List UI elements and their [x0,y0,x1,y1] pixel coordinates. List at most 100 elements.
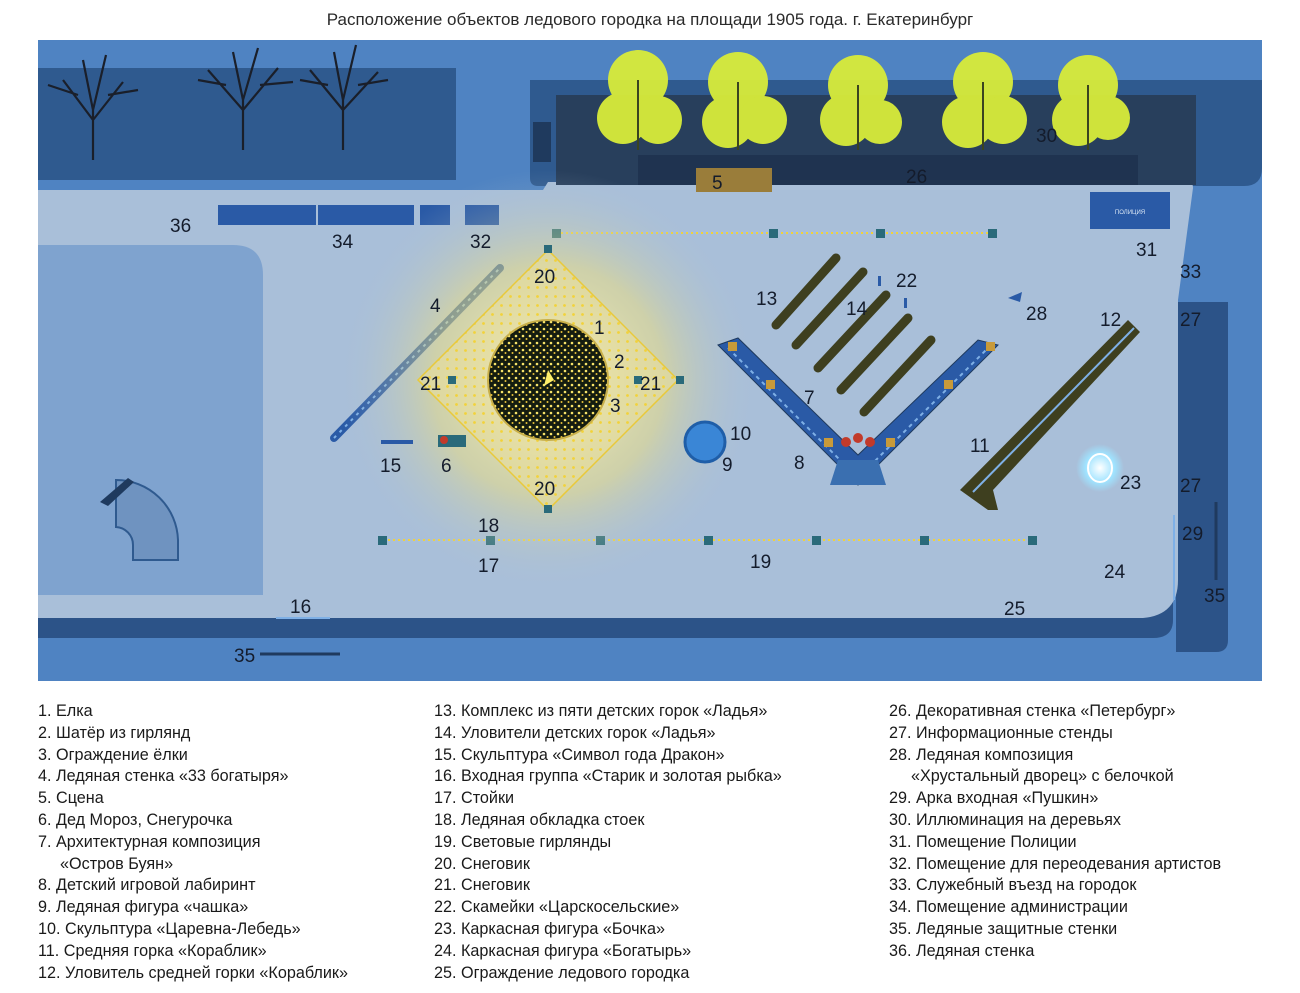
label-17: 17 [478,556,499,577]
legend-item: 9. Ледяная фигура «чашка» [38,898,249,917]
label-14: 14 [846,299,868,320]
legend-item: 11. Средняя горка «Кораблик» [38,941,267,960]
label-33: 33 [1180,262,1201,283]
legend-item: 15. Скульптура «Символ года Дракон» [434,745,725,764]
legend-item: 29. Арка входная «Пушкин» [889,789,1099,808]
crystal-palace-28 [1008,292,1022,302]
snowman-20-bottom [544,505,552,513]
legend-item: 7. Архитектурная композиция [38,832,261,851]
label-27-top: 27 [1180,310,1201,331]
legend-item: 28. Ледяная композиция [889,745,1074,764]
label-21-right: 21 [640,374,661,395]
label-20-bottom: 20 [534,479,555,500]
lit-trees-30 [597,50,1130,150]
label-23: 23 [1120,473,1141,494]
legend-column-2: 13. Комплекс из пяти детских горок «Ладь… [434,701,782,984]
legend-item: 17. Стойки [434,789,515,808]
legend-item: 20. Снеговик [434,854,530,873]
legend-item: 6. Дед Мороз, Снегурочка [38,810,233,829]
police-building [1090,192,1170,229]
benches-22 [878,276,907,308]
label-8: 8 [794,453,805,474]
legend-item: 18. Ледяная обкладка стоек [434,810,645,829]
building-34a [218,205,316,225]
legend-item: 27. Информационные стенды [889,723,1113,742]
snowman-21-right [634,376,642,384]
legend-column-1: 1. Елка 2. Шатёр из гирлянд 3. Ограждени… [38,701,348,984]
legend-item: 16. Входная группа «Старик и золотая рыб… [434,767,782,786]
slides-13 [771,253,936,417]
label-1: 1 [594,318,605,339]
label-15: 15 [380,456,401,477]
left-square [38,245,263,595]
legend-item: 14. Уловители детских горок «Ладья» [434,723,716,742]
label-6: 6 [441,456,452,477]
label-11: 11 [970,436,990,457]
label-30: 30 [1036,126,1057,147]
label-13: 13 [756,289,777,310]
ded-moroz-figure [440,436,448,444]
tree-star-icon [544,370,554,386]
label-20-top: 20 [534,267,555,288]
legend-item: 3. Ограждение ёлки [38,745,188,764]
label-21-left: 21 [420,374,441,395]
legend-item: 1. Елка [38,702,93,720]
slide-11 [960,320,1140,510]
legend-item: 4. Ледяная стенка «33 богатыря» [38,767,289,786]
label-26: 26 [906,167,927,188]
snowman-21-left [448,376,456,384]
label-31: 31 [1136,240,1157,261]
labyrinth-8 [841,433,875,447]
legend-item: 23. Каркасная фигура «Бочка» [434,919,666,938]
legend-item: 2. Шатёр из гирлянд [38,723,191,742]
legend-item: 19. Световые гирлянды [434,832,612,851]
legend-item: 31. Помещение Полиции [889,832,1077,851]
label-36: 36 [170,216,191,237]
island-buyan-7 [717,337,999,486]
label-2: 2 [614,352,625,373]
legend-item: 36. Ледяная стенка [889,941,1035,960]
dragon-15 [381,440,413,444]
map-title: Расположение объектов ледового городка н… [326,10,974,29]
legend-item: 12. Уловитель средней горки «Кораблик» [38,963,348,982]
label-32: 32 [470,232,491,253]
legend-item: 22. Скамейки «Царскосельские» [434,898,680,917]
legend-item: 32. Помещение для переодевания артистов [889,854,1222,873]
label-24: 24 [1104,562,1126,583]
label-18: 18 [478,516,499,537]
legend-item: 13. Комплекс из пяти детских горок «Ладь… [434,702,768,720]
label-29: 29 [1182,524,1203,545]
label-7: 7 [804,388,815,409]
lights-7 [728,342,995,447]
bare-trees [47,44,389,160]
label-35-right: 35 [1204,586,1225,607]
label-28: 28 [1026,304,1047,325]
legend-item: 34. Помещение администрации [889,898,1128,917]
stage-5 [696,168,772,192]
legend-item-continuation: «Хрустальный дворец» с белочкой [911,767,1174,786]
monument [100,478,134,506]
truck [533,122,551,162]
legend-item: 21. Снеговик [434,876,530,895]
legend-item: 10. Скульптура «Царевна-Лебедь» [38,919,301,938]
site-plan-svg: ПОЛИЦИЯ [38,40,1262,681]
label-9: 9 [722,455,733,476]
label-4: 4 [430,296,441,317]
legend-column-3: 26. Декоративная стенка «Петербург» 27. … [889,701,1221,963]
label-22: 22 [896,271,917,292]
police-sign: ПОЛИЦИЯ [1115,210,1145,216]
legend-item: 33. Служебный въезд на городок [889,876,1137,895]
legend-item: 8. Детский игровой лабиринт [38,876,256,895]
legend-item: 5. Сцена [38,789,104,808]
top-left-block [38,68,456,180]
monument-base [115,478,179,561]
label-5: 5 [712,173,723,194]
barrel-23 [1076,444,1124,492]
site-plan-map: ПОЛИЦИЯ [38,40,1262,681]
label-25: 25 [1004,599,1025,620]
legend-item: 35. Ледяные защитные стенки [889,919,1118,938]
snowman-21-right2 [676,376,684,384]
label-27-bottom: 27 [1180,476,1201,497]
label-19: 19 [750,552,771,573]
label-12: 12 [1100,310,1121,331]
